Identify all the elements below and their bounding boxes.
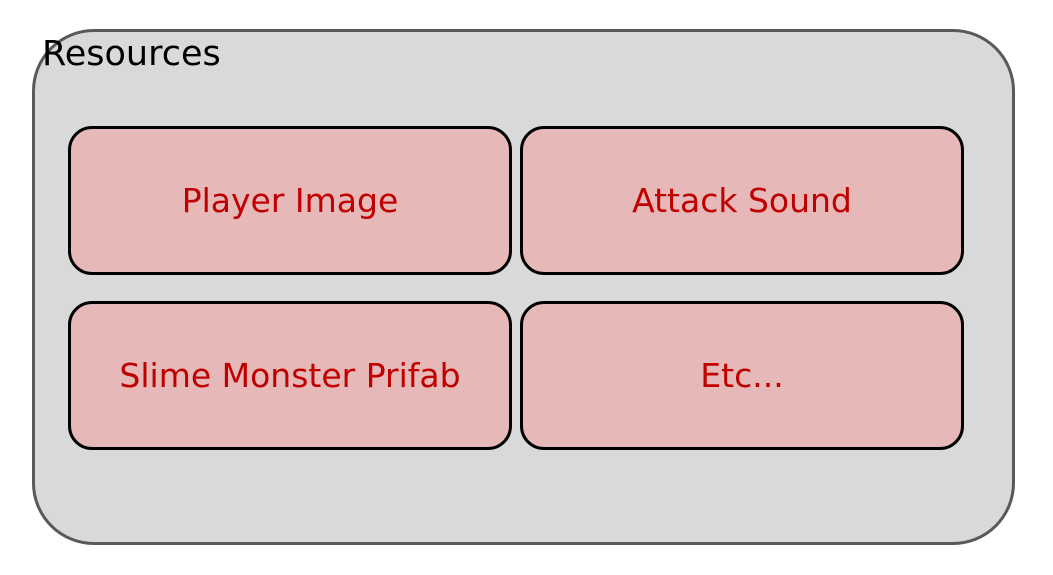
resource-label-etc: Etc... bbox=[700, 356, 784, 395]
resource-label-attack-sound: Attack Sound bbox=[632, 181, 852, 220]
resource-label-slime-monster-prefab: Slime Monster Prifab bbox=[119, 356, 461, 395]
resource-box-slime-monster-prefab: Slime Monster Prifab bbox=[68, 301, 512, 450]
resources-container bbox=[32, 29, 1015, 545]
resources-title: Resources bbox=[42, 34, 221, 74]
resource-box-etc: Etc... bbox=[520, 301, 964, 450]
resource-label-player-image: Player Image bbox=[181, 181, 399, 220]
resource-box-player-image: Player Image bbox=[68, 126, 512, 275]
resource-box-attack-sound: Attack Sound bbox=[520, 126, 964, 275]
